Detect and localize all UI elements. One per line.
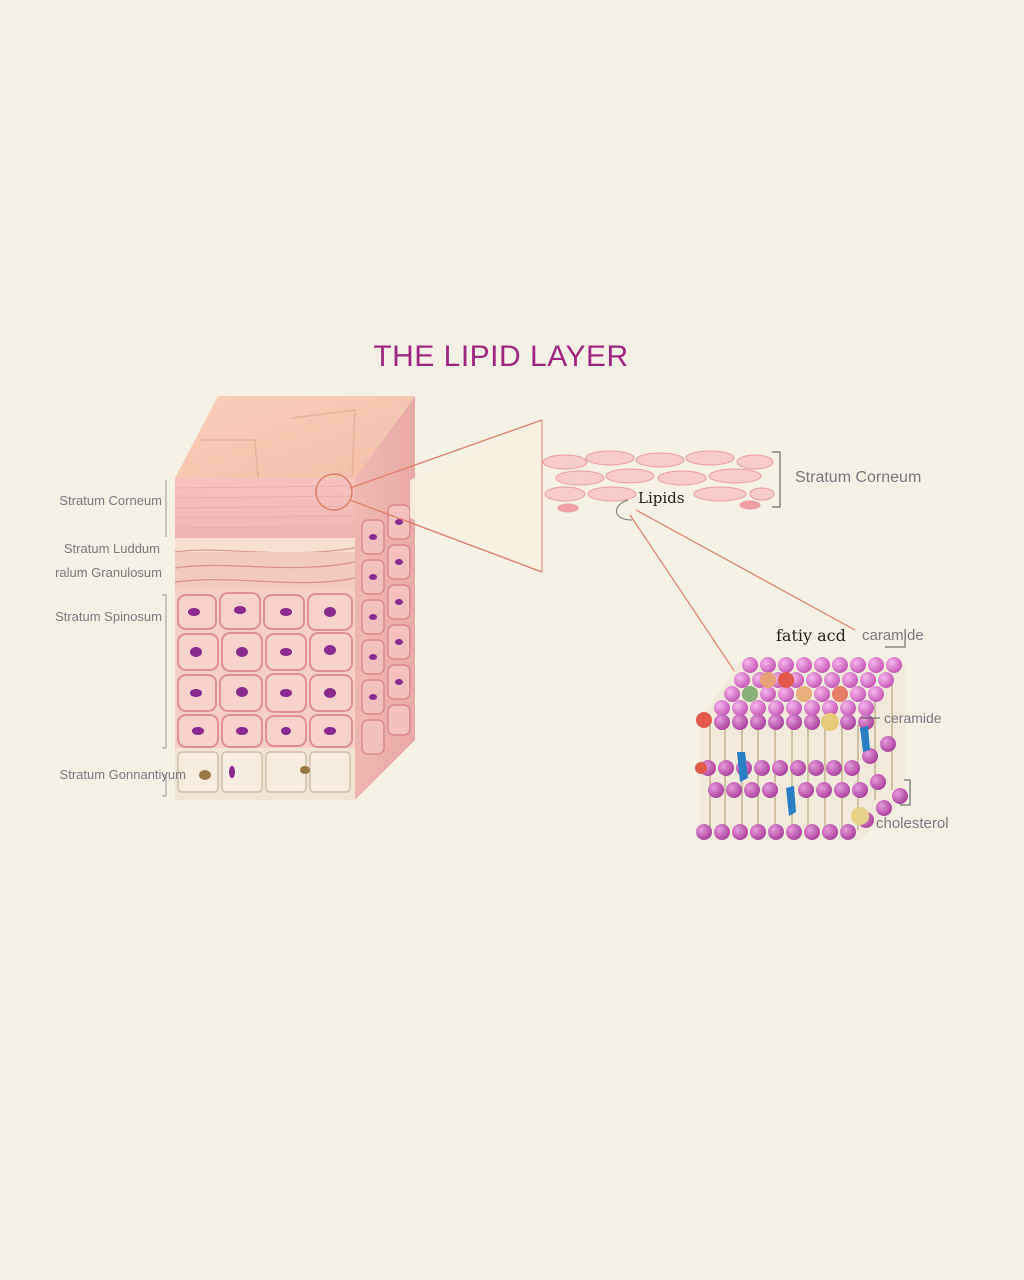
label-zoom-stratum-corneum: Stratum Corneum bbox=[795, 469, 922, 486]
corneum-bracket bbox=[772, 451, 781, 508]
label-stratum-corneum: Stratum Corneum bbox=[59, 493, 162, 508]
cholesterol-molecules bbox=[737, 726, 870, 816]
label-fatty-acid: fatiy acd bbox=[776, 626, 846, 645]
label-stratum-germinativum: Stratum Gonnantiyum bbox=[59, 767, 186, 782]
cell-nuclei bbox=[188, 606, 336, 735]
page-title: THE LIPID LAYER bbox=[373, 340, 629, 373]
lipid-bilayer bbox=[695, 630, 911, 840]
skin-cross-section bbox=[174, 396, 415, 800]
corneum-zoom-strip bbox=[542, 450, 775, 513]
layer-brackets bbox=[162, 480, 167, 797]
label-lipids: Lipids bbox=[638, 489, 685, 507]
label-ceramide-side: ceramide bbox=[884, 710, 942, 726]
label-stratum-granulosum: ralum Granulosum bbox=[55, 565, 162, 580]
zoom-callout bbox=[349, 419, 543, 573]
zoom-source-circle bbox=[315, 473, 353, 511]
label-cholesterol: cholesterol bbox=[876, 815, 949, 832]
label-stratum-spinosum: Stratum Spinosum bbox=[55, 609, 162, 624]
label-stratum-lucidum: Stratum Luddum bbox=[63, 541, 160, 556]
label-ceramide-top: caramide bbox=[862, 627, 924, 644]
